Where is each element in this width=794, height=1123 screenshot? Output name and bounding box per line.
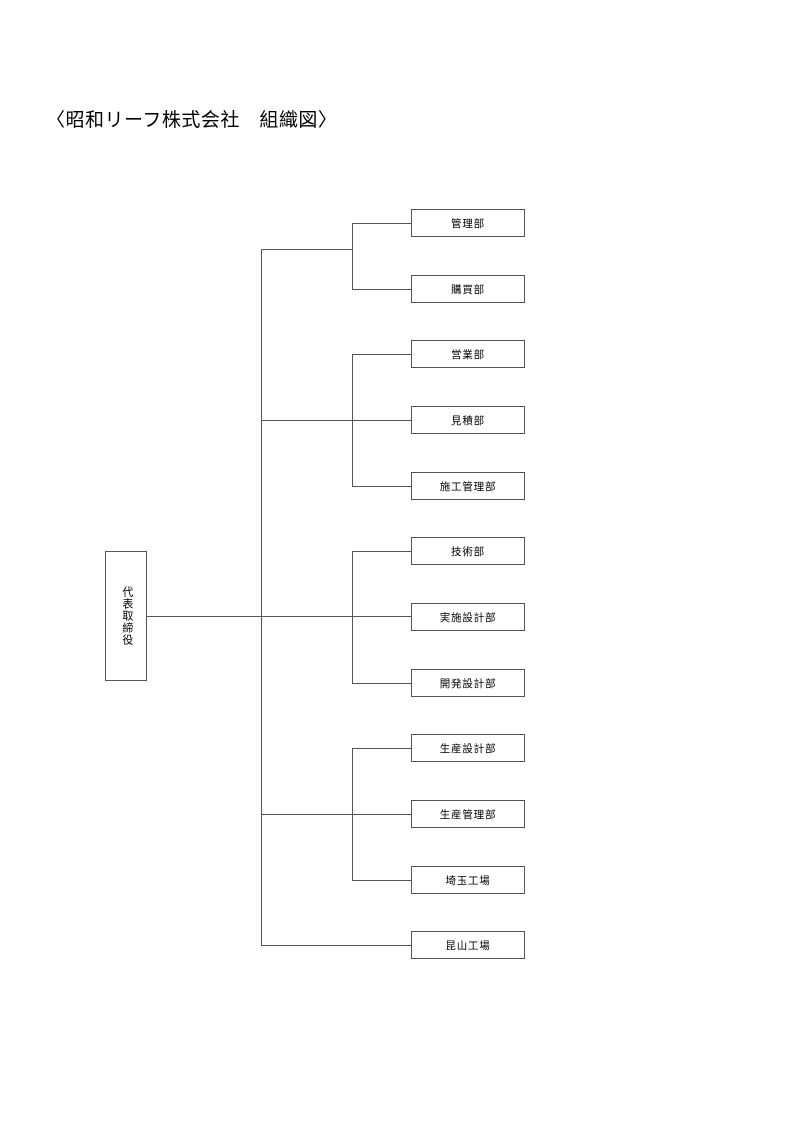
dept-label: 見積部 — [451, 414, 485, 427]
group-2-leaf-line-1 — [352, 354, 411, 355]
dept-label: 昆山工場 — [445, 939, 491, 952]
group-3-leaf-line-1 — [352, 551, 411, 552]
dept-box-eigyobu[interactable]: 営業部 — [411, 340, 525, 368]
dept-label: 施工管理部 — [439, 480, 497, 493]
dept-box-gijutsubu[interactable]: 技術部 — [411, 537, 525, 565]
group-2-leaf-line-3 — [352, 486, 411, 487]
dept-label: 技術部 — [451, 545, 485, 558]
group-4-branch-line — [261, 814, 353, 815]
dept-label: 営業部 — [451, 348, 485, 361]
dept-label: 購買部 — [451, 283, 485, 296]
dept-label: 生産管理部 — [439, 808, 497, 821]
group-1-spine-line — [352, 223, 353, 290]
group-1-leaf-line-2 — [352, 289, 411, 290]
dept-box-kobaibu[interactable]: 購買部 — [411, 275, 525, 303]
dept-label: 管理部 — [451, 217, 485, 230]
group-4-leaf-line-1 — [352, 748, 411, 749]
group-4-leaf-line-3 — [352, 880, 411, 881]
root-node-representative-director[interactable]: 代表取締役 — [105, 551, 147, 681]
root-node-label: 代表取締役 — [120, 586, 133, 646]
trunk-vertical-line — [261, 249, 262, 946]
root-connector-line — [147, 616, 411, 617]
group-1-branch-line — [261, 249, 353, 250]
group-2-leaf-line-2 — [352, 420, 411, 421]
dept-box-saitama-factory[interactable]: 埼玉工場 — [411, 866, 525, 894]
group-4-leaf-line-2 — [352, 814, 411, 815]
dept-label: 生産設計部 — [439, 742, 497, 755]
group-5-branch-line — [261, 945, 411, 946]
dept-box-jisshisekkeibu[interactable]: 実施設計部 — [411, 603, 525, 631]
group-2-branch-line — [261, 420, 353, 421]
dept-box-seisankanribu[interactable]: 生産管理部 — [411, 800, 525, 828]
group-3-spine-line — [352, 551, 353, 683]
dept-box-mitsumoribu[interactable]: 見積部 — [411, 406, 525, 434]
dept-box-kanribu[interactable]: 管理部 — [411, 209, 525, 237]
dept-label: 実施設計部 — [439, 611, 497, 624]
dept-box-kunshan-factory[interactable]: 昆山工場 — [411, 931, 525, 959]
page-title: 〈昭和リーフ株式会社 組織図〉 — [46, 110, 338, 131]
dept-box-kaihatsusekkeibu[interactable]: 開発設計部 — [411, 669, 525, 697]
dept-box-sekokanribu[interactable]: 施工管理部 — [411, 472, 525, 500]
group-3-leaf-line-3 — [352, 683, 411, 684]
dept-label: 埼玉工場 — [445, 874, 491, 887]
group-1-leaf-line-1 — [352, 223, 411, 224]
dept-box-seisansekkeibu[interactable]: 生産設計部 — [411, 734, 525, 762]
dept-label: 開発設計部 — [439, 677, 497, 690]
